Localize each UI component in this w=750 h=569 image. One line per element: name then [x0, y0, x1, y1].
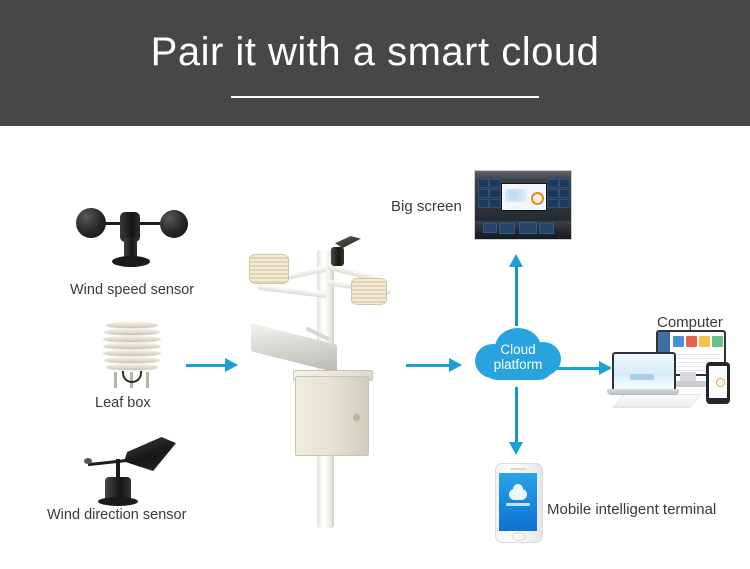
cloud-label-line2: platform	[493, 357, 543, 372]
anemometer-shaft	[124, 238, 137, 260]
tablet-phone-gauge	[716, 378, 725, 387]
big-screen-label: Big screen	[391, 198, 462, 215]
cloud-platform[interactable]: Cloud platform	[475, 328, 561, 386]
cloud-label-line1: Cloud	[500, 342, 536, 357]
phone-app-cloud-icon	[509, 484, 527, 500]
station-radiation-shield	[249, 254, 289, 284]
title-underline	[231, 96, 539, 98]
radiation-shield-icon	[92, 322, 172, 400]
shield-plate	[103, 350, 161, 356]
arrow-shaft	[186, 364, 226, 367]
station-control-box-lock	[353, 414, 360, 421]
wall-panel	[547, 199, 559, 208]
wind-vane-icon	[72, 431, 182, 509]
arrow-sensors-to-station	[186, 358, 238, 372]
diagram-stage: Wind speed sensor Leaf box Wind directio…	[0, 126, 750, 569]
wind-speed-sensor-label: Wind speed sensor	[70, 282, 195, 298]
station-wind-vane	[327, 236, 361, 266]
wall-panel	[547, 179, 559, 188]
wall-panel	[489, 199, 501, 208]
station-radiation-shield	[351, 278, 387, 305]
monitor-stand-foot	[666, 381, 712, 387]
wall-panel	[478, 199, 489, 208]
arrow-head	[509, 442, 523, 455]
desk-monitor	[539, 223, 554, 234]
shield-plate	[106, 322, 158, 328]
dashboard-tile	[686, 336, 697, 347]
dashboard-tile	[699, 336, 710, 347]
anemometer-icon	[72, 198, 192, 268]
shield-sensor-wire	[122, 371, 142, 383]
arrow-head	[509, 254, 523, 267]
shield-leg	[114, 372, 117, 388]
arrow-cloud-to-computer	[557, 361, 612, 375]
arrow-head	[449, 358, 462, 372]
desk-monitor	[499, 223, 515, 234]
shield-plate	[104, 357, 160, 363]
arrow-head	[225, 358, 238, 372]
vane-fin	[124, 437, 176, 471]
arrow-cloud-to-big-screen	[509, 254, 523, 326]
wall-panel	[478, 189, 489, 198]
arrow-shaft	[557, 367, 600, 370]
station-vane-body	[331, 247, 344, 266]
arrow-head	[599, 361, 612, 375]
computer-label: Computer	[657, 314, 723, 331]
arrow-station-to-cloud	[406, 358, 462, 372]
wind-direction-sensor-label: Wind direction sensor	[47, 507, 187, 523]
phone-screen	[499, 473, 537, 531]
leaf-box-label: Leaf box	[95, 395, 151, 411]
page-title: Pair it with a smart cloud	[150, 30, 600, 74]
phone-speaker	[510, 468, 526, 470]
vane-base	[98, 497, 138, 506]
mobile-terminal-label: Mobile intelligent terminal	[547, 501, 717, 518]
shield-plate	[106, 364, 158, 370]
weather-station-icon	[243, 236, 413, 536]
anemometer-hub	[120, 212, 140, 242]
laptop-keyboard-base	[607, 389, 679, 395]
display-map	[505, 189, 527, 202]
shield-leg	[146, 372, 149, 388]
smartphone-icon	[495, 463, 543, 543]
arrow-shaft	[406, 364, 450, 367]
anemometer-base	[112, 256, 150, 267]
phone-app-label	[506, 503, 530, 506]
desk-monitor	[519, 222, 537, 234]
laptop-login-card	[630, 374, 654, 380]
cloud-platform-label: Cloud platform	[475, 342, 561, 372]
page-header: Pair it with a smart cloud	[0, 0, 750, 126]
arrow-cloud-to-mobile	[509, 387, 523, 455]
wall-panel	[489, 189, 501, 198]
arrow-shaft	[515, 265, 518, 326]
cloud-shape	[483, 352, 553, 380]
anemometer-cup-left	[76, 208, 106, 238]
anemometer-cup-right	[160, 210, 188, 238]
wall-panel	[489, 179, 501, 188]
vane-nose	[87, 458, 129, 467]
computer-group-icon	[607, 330, 742, 408]
display-gauge	[531, 192, 544, 205]
desk-monitor	[483, 223, 497, 233]
vane-counterweight	[84, 458, 92, 464]
desk-surface	[612, 394, 702, 408]
vane-post	[116, 459, 120, 481]
shield-plate	[103, 343, 161, 349]
monitor-stand-neck	[680, 372, 696, 381]
phone-home-button	[512, 532, 526, 541]
wall-panel	[559, 179, 570, 188]
laptop	[612, 352, 676, 393]
control-room-screen-icon	[474, 170, 572, 240]
arrow-shaft	[515, 387, 518, 444]
dashboard-tile	[673, 336, 684, 347]
shield-plate	[104, 329, 160, 335]
wall-panel	[559, 189, 570, 198]
dashboard-tile	[712, 336, 723, 347]
wall-panel	[478, 179, 489, 188]
wall-panel	[547, 189, 559, 198]
wall-panel	[559, 199, 570, 208]
shield-plate	[103, 336, 161, 342]
